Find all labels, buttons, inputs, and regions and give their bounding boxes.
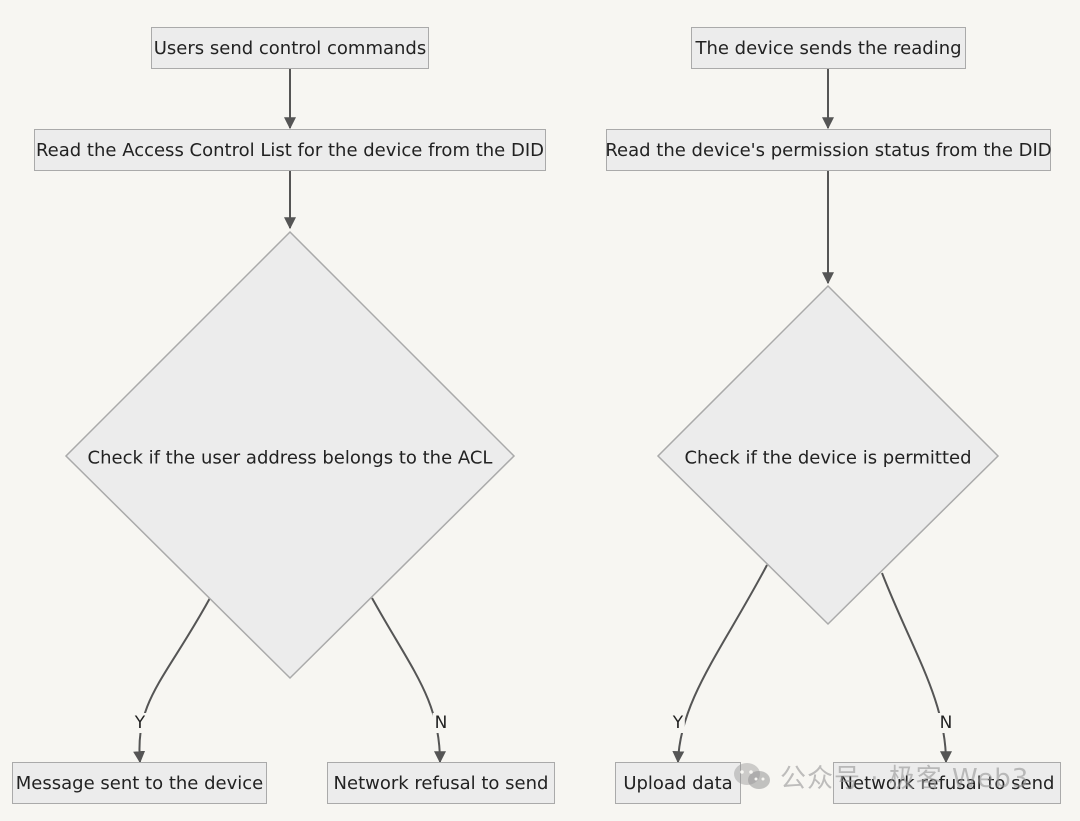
left-no-edge-label: N: [432, 713, 450, 733]
right-decision-label: Check if the device is permitted: [684, 447, 972, 469]
right-yes-result-label: Upload data: [623, 772, 733, 794]
edge-left-decision-yes: [133, 597, 211, 764]
edge-right-decision-yes: [672, 564, 768, 764]
right-start-node: The device sends the reading: [691, 27, 966, 69]
left-start-label: Users send control commands: [153, 37, 427, 59]
decision-diamond-acl: [64, 230, 516, 680]
left-read-acl-label: Read the Access Control List for the dev…: [35, 139, 544, 161]
left-no-result-node: Network refusal to send: [327, 762, 555, 804]
decision-diamond-permission: [656, 284, 1000, 626]
watermark-text: 公众号 · 极客 Web3: [780, 764, 1030, 794]
wechat-icon: [734, 762, 770, 789]
left-yes-result-label: Message sent to the device: [15, 772, 264, 794]
left-start-node: Users send control commands: [151, 27, 429, 69]
right-read-permission-label: Read the device's permission status from…: [605, 139, 1052, 161]
left-read-acl-node: Read the Access Control List for the dev…: [34, 129, 546, 171]
left-decision-label: Check if the user address belongs to the…: [87, 447, 493, 469]
left-yes-result-node: Message sent to the device: [12, 762, 267, 804]
watermark: 公众号 · 极客 Web3: [732, 758, 1029, 795]
left-no-result-label: Network refusal to send: [333, 772, 549, 794]
edge-right-decision-no: [881, 572, 952, 764]
edge-left-decision-no: [371, 597, 446, 764]
right-no-result-label: Network refusal to send: [839, 772, 1055, 794]
right-start-label: The device sends the reading: [695, 37, 962, 59]
right-read-permission-node: Read the device's permission status from…: [605, 129, 1052, 171]
right-no-edge-label: N: [937, 713, 955, 733]
right-yes-result-node: Upload data: [615, 762, 741, 804]
right-yes-edge-label: Y: [670, 713, 686, 733]
left-yes-edge-label: Y: [132, 713, 148, 733]
right-no-result-node: Network refusal to send: [833, 762, 1061, 804]
